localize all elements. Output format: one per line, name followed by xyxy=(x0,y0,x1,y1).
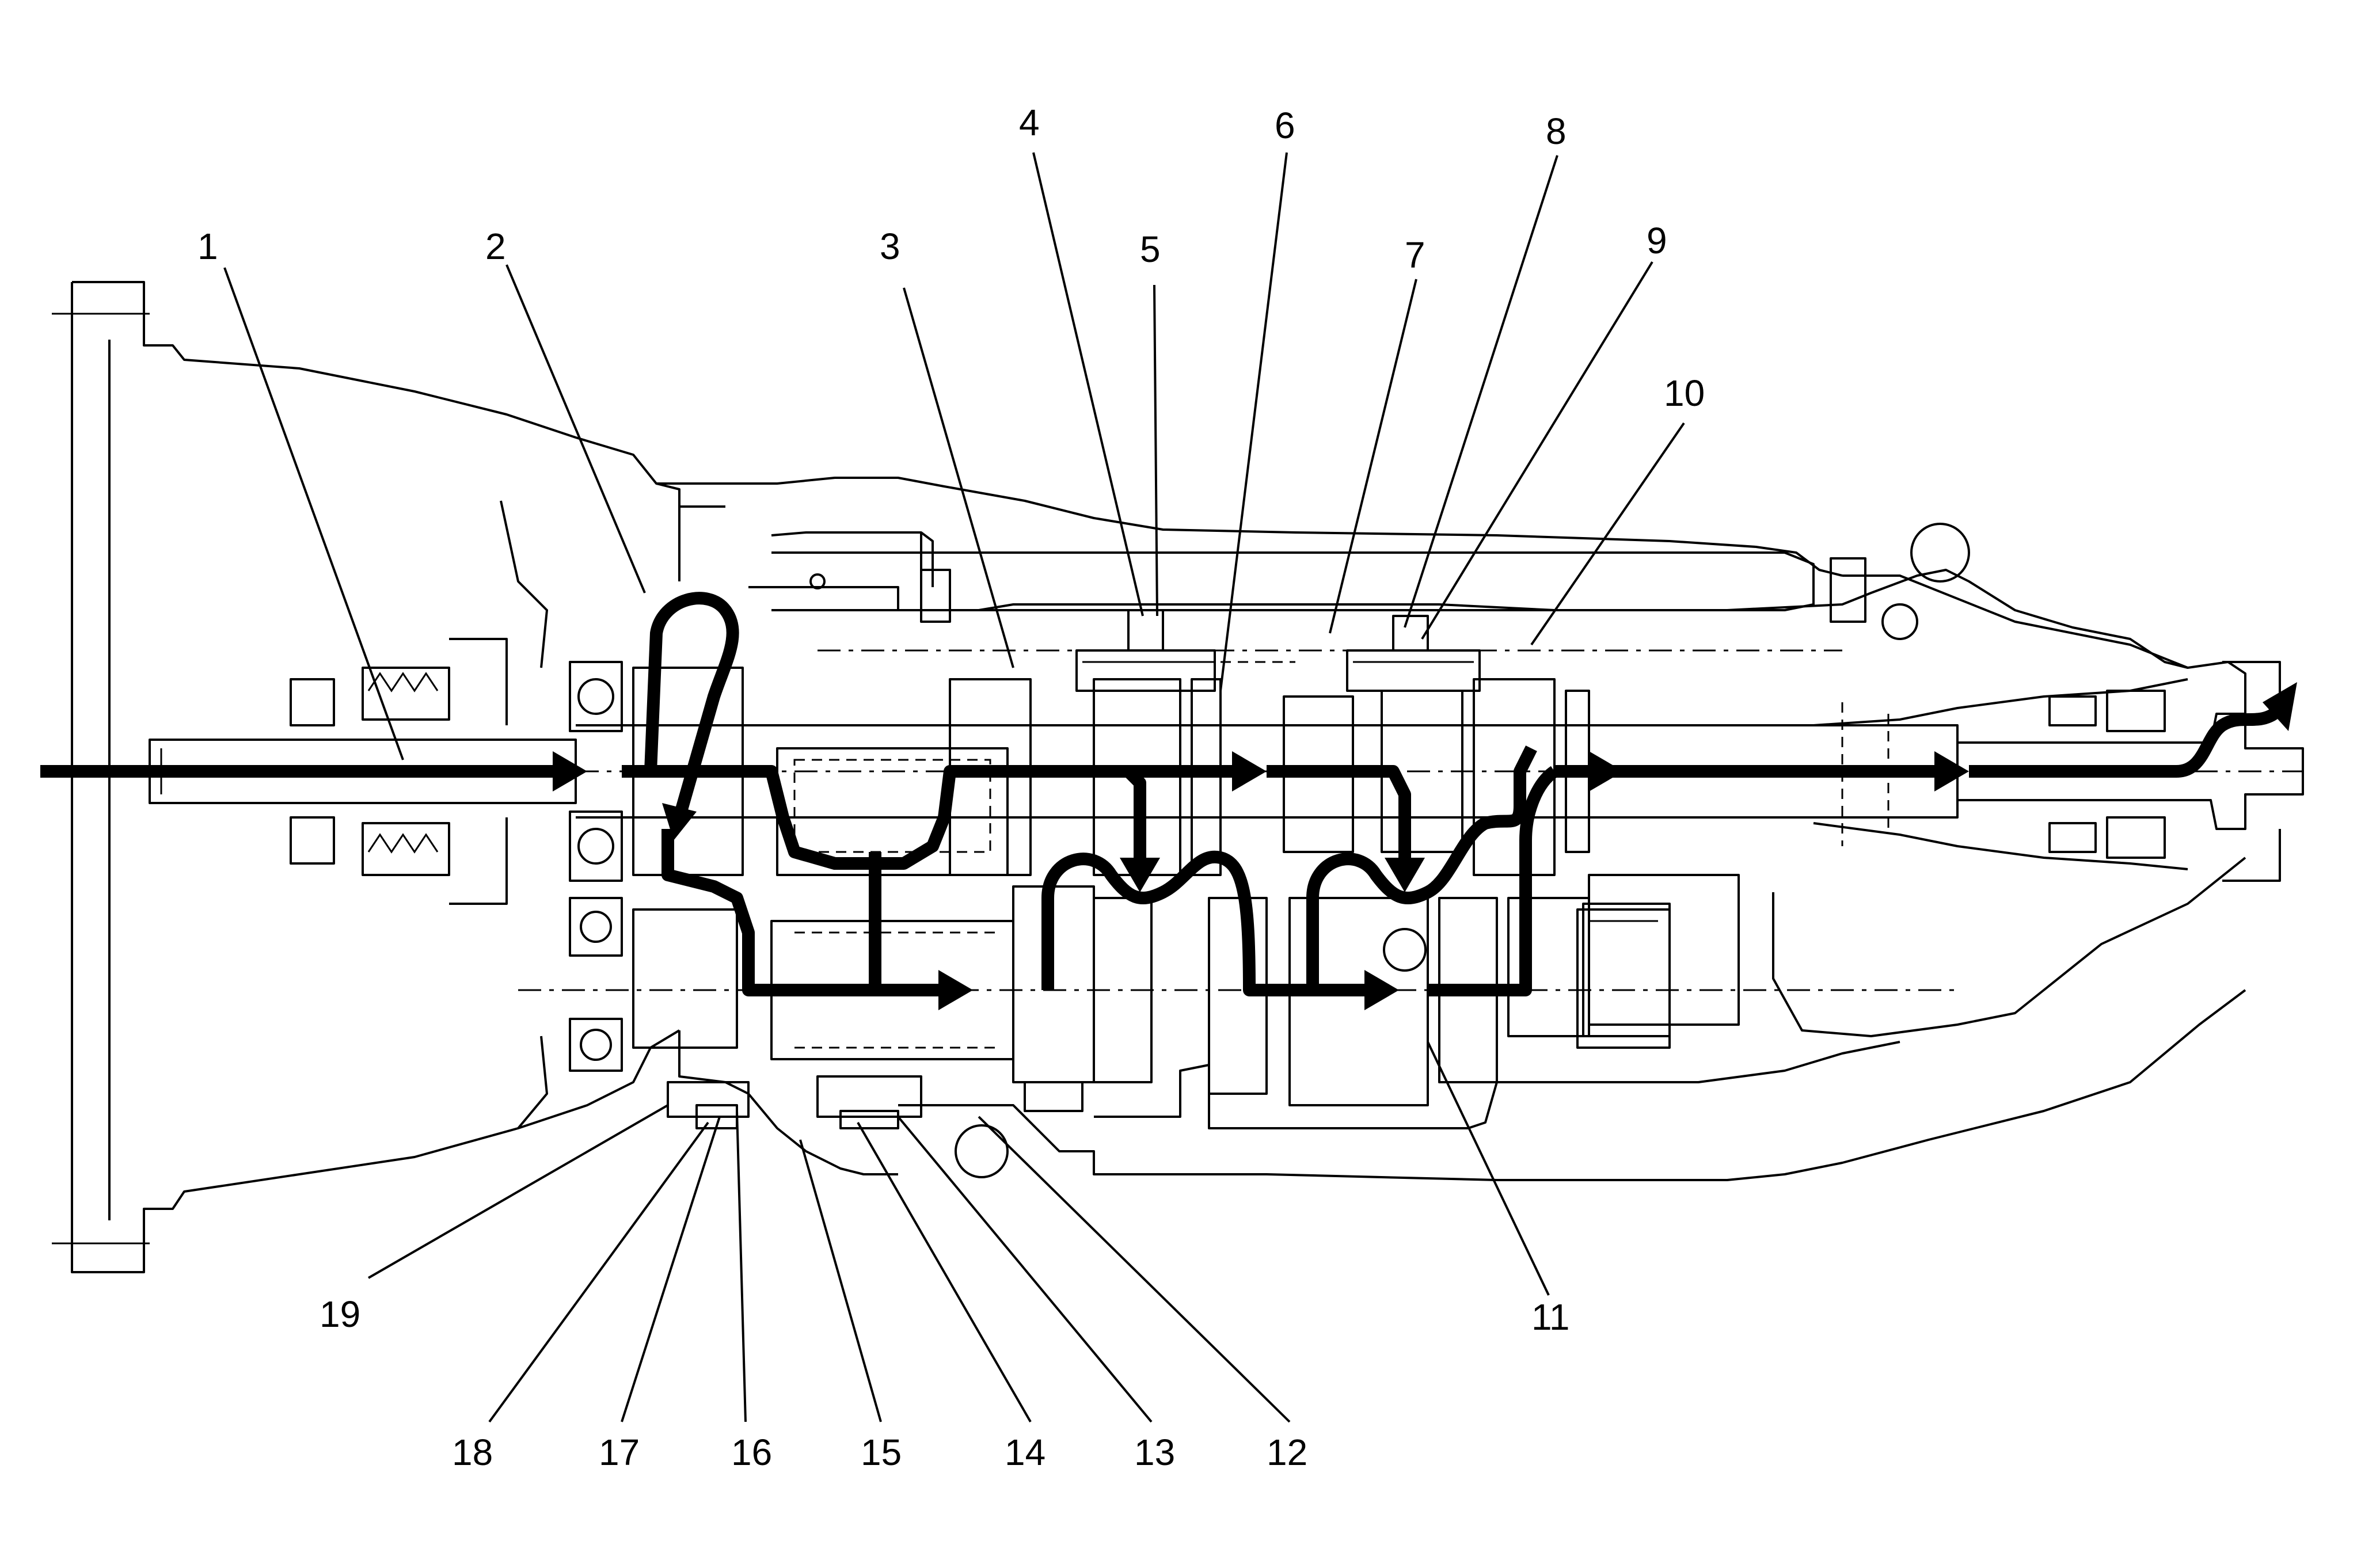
callout-18: 18 xyxy=(452,1432,493,1473)
callout-2: 2 xyxy=(485,226,506,267)
leader-4 xyxy=(1032,152,1144,617)
callout-6: 6 xyxy=(1275,105,1295,146)
leader-2 xyxy=(505,264,646,593)
leader-9 xyxy=(1421,261,1653,640)
leader-5 xyxy=(1153,284,1158,617)
callout-15: 15 xyxy=(861,1432,902,1473)
callout-11: 11 xyxy=(1531,1296,1569,1338)
leader-13 xyxy=(897,1116,1153,1423)
callout-leaders xyxy=(223,152,1685,1423)
callout-17: 17 xyxy=(599,1432,640,1473)
leader-10 xyxy=(1530,422,1685,646)
clutch-release-bearing xyxy=(290,638,508,905)
leader-19 xyxy=(368,1104,668,1279)
power-flow-path xyxy=(40,592,2297,1010)
callout-19: 19 xyxy=(320,1293,360,1335)
front-bearings xyxy=(569,661,623,1072)
callout-3: 3 xyxy=(880,226,900,267)
callout-12: 12 xyxy=(1267,1432,1307,1473)
power-flow-down xyxy=(661,829,944,996)
power-flow-wave-right xyxy=(1306,745,1537,990)
leader-15 xyxy=(799,1139,882,1422)
leader-3 xyxy=(903,287,1014,668)
leader-1 xyxy=(223,267,404,760)
leader-18 xyxy=(488,1121,709,1423)
power-flow-arrowhead xyxy=(553,751,587,791)
leader-17 xyxy=(621,1116,721,1422)
leader-11 xyxy=(1427,1041,1550,1296)
callout-1: 1 xyxy=(197,226,218,267)
callout-4: 4 xyxy=(1019,102,1040,143)
callout-10: 10 xyxy=(1664,372,1705,414)
extension-housing xyxy=(1813,574,2188,870)
leader-12 xyxy=(978,1116,1291,1423)
callout-labels: 1 2 3 4 5 6 7 8 9 10 11 12 13 14 15 16 1… xyxy=(197,102,1705,1473)
leader-8 xyxy=(1404,155,1558,628)
shift-rail xyxy=(771,551,1866,623)
callout-13: 13 xyxy=(1134,1432,1175,1473)
callout-14: 14 xyxy=(1005,1432,1045,1473)
power-flow-loop xyxy=(622,592,739,820)
transmission-case xyxy=(656,477,2246,1181)
callout-16: 16 xyxy=(731,1432,772,1473)
leader-14 xyxy=(857,1122,1032,1422)
leader-16 xyxy=(736,1110,747,1422)
callout-5: 5 xyxy=(1140,229,1161,270)
callout-9: 9 xyxy=(1647,220,1667,261)
leader-6 xyxy=(1219,152,1288,691)
callout-7: 7 xyxy=(1405,234,1425,276)
power-flow-wave-left xyxy=(1041,850,1370,996)
leader-7 xyxy=(1329,279,1417,634)
callout-8: 8 xyxy=(1546,111,1567,152)
power-flow-upper-mid xyxy=(950,765,1146,863)
rear-bearing xyxy=(1576,908,1671,1049)
reverse-idler-assembly xyxy=(667,1075,922,1129)
